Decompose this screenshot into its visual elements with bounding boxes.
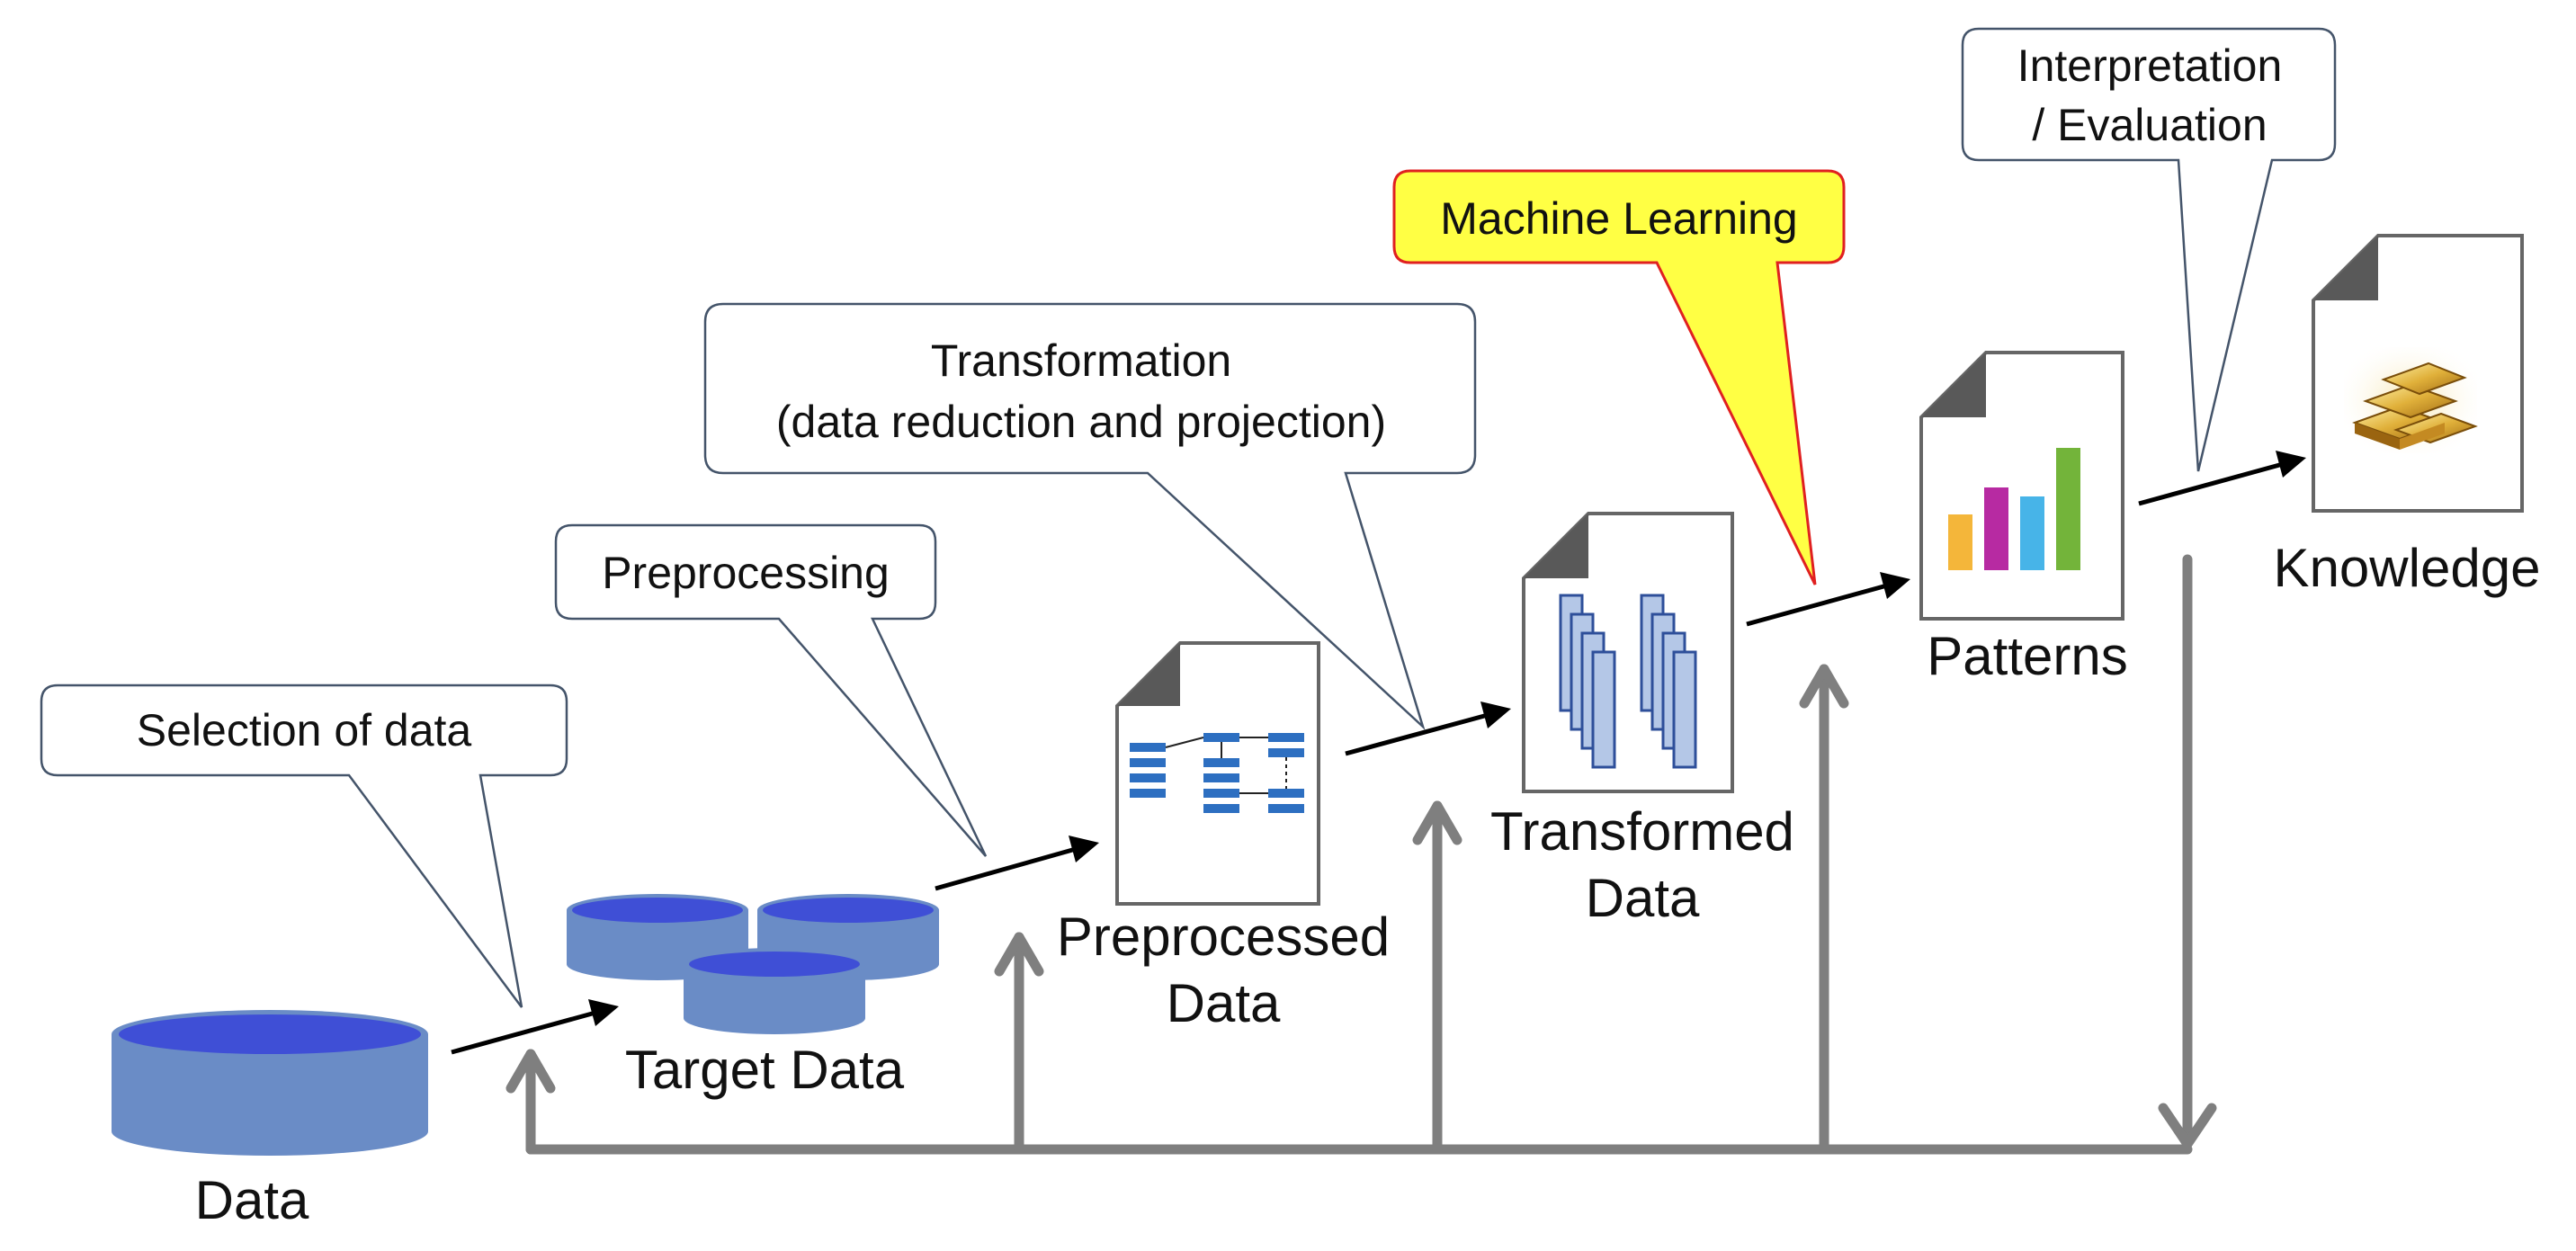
label-knowledge: Knowledge — [2274, 538, 2541, 598]
tree-structure-icon — [1130, 733, 1304, 813]
feedback-down-arrowhead — [2158, 1103, 2217, 1149]
callout-transformation: Transformation (data reduction and proje… — [703, 302, 1477, 731]
stacked-panels-icon — [1559, 594, 1697, 769]
arrow-target-to-preprocessed — [935, 846, 1077, 891]
cylinder-front — [684, 948, 865, 1034]
gold-bars-icon — [2344, 347, 2478, 453]
transformed-document-icon — [1522, 512, 1734, 793]
callout-interpretation-line1: Interpretation — [2017, 40, 2283, 91]
arrow-patterns-to-knowledge — [2138, 461, 2284, 506]
callout-selection-text: Selection of data — [137, 705, 472, 755]
callout-interpretation: Interpretation / Evaluation — [1961, 27, 2337, 472]
label-preprocessed-line2: Data — [1167, 973, 1281, 1033]
arrow-preprocessed-to-transformed — [1345, 712, 1489, 756]
label-target-data: Target Data — [625, 1040, 905, 1100]
label-preprocessed-line1: Preprocessed — [1057, 907, 1390, 967]
data-cylinder-icon — [112, 1010, 428, 1156]
callout-machine-learning-text: Machine Learning — [1440, 193, 1798, 244]
forward-arrows — [451, 451, 2306, 1055]
label-transformed-line2: Data — [1586, 868, 1700, 928]
callout-machine-learning: Machine Learning — [1392, 169, 1846, 585]
callout-selection: Selection of data — [40, 684, 568, 1008]
arrow-data-to-target — [451, 1010, 596, 1055]
patterns-document-icon — [1919, 351, 2124, 621]
callout-transformation-line2: (data reduction and projection) — [776, 397, 1386, 447]
label-transformed-line1: Transformed — [1490, 801, 1794, 862]
callout-preprocessing: Preprocessing — [554, 523, 988, 857]
label-patterns: Patterns — [1927, 626, 2127, 686]
arrow-transformed-to-patterns — [1746, 583, 1888, 627]
preprocessed-document-icon — [1115, 641, 1320, 906]
feedback-loop — [505, 554, 2217, 1155]
label-data: Data — [195, 1170, 309, 1230]
callout-preprocessing-text: Preprocessing — [602, 548, 890, 598]
cylinder-left — [567, 894, 748, 980]
callout-interpretation-line2: / Evaluation — [2032, 100, 2267, 150]
knowledge-document-icon — [2312, 234, 2524, 513]
bar-chart-icon — [1948, 448, 2080, 570]
callout-transformation-line1: Transformation — [931, 335, 1231, 386]
target-data-cylinders-icon — [567, 894, 939, 1034]
